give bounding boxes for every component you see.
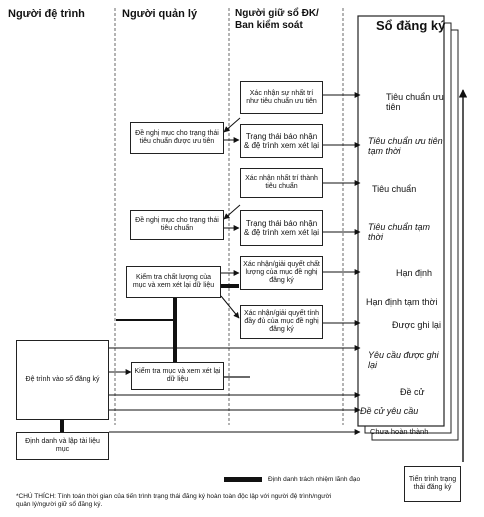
keeper-box-confirm-complete: Xác nhận/giải quyết tính đầy đủ của mục … <box>240 305 323 339</box>
column-header-submitter: Người đệ trình <box>8 8 85 20</box>
registry-state-label: Hạn định tạm thời <box>366 297 438 307</box>
registry-state-label: Đề cử <box>400 387 425 397</box>
column-header-keeper-line1: Người giữ sổ ĐK/ <box>235 8 319 19</box>
manager-box-quality-check: Kiểm tra chất lượng của mục và xem xét l… <box>126 266 221 298</box>
registry-state-label: Tiêu chuẩn tạm thời <box>368 222 430 242</box>
registry-page-front <box>357 15 445 427</box>
keeper-box-report-status-1: Trạng thái báo nhận & đệ trình xem xét l… <box>240 124 323 158</box>
registry-state-label: Hạn định <box>396 268 433 278</box>
footnote-line-2: quản lý/người giữ sổ đăng ký. <box>16 501 103 508</box>
column-header-keeper: Người giữ sổ ĐK/ Ban kiểm soát <box>235 8 343 32</box>
registry-state-label: Đề cử yêu cầu <box>360 406 419 416</box>
column-header-manager: Người quản lý <box>122 8 198 20</box>
submitter-box-submit: Đệ trình vào sổ đăng ký <box>16 340 109 420</box>
footnote-line-1: *CHÚ THÍCH: Tính toán thời gian của tiến… <box>16 493 332 500</box>
manager-box-propose-priority: Đề nghị mục cho trạng thái tiêu chuẩn đư… <box>130 122 224 154</box>
column-header-keeper-line2: Ban kiểm soát <box>235 20 303 31</box>
legend-label: Định danh trách nhiệm lãnh đạo <box>268 476 361 483</box>
column-header-registry: Sổ đăng ký <box>376 18 446 33</box>
submitter-box-identify: Định danh và lập tài liệu mục <box>16 432 109 460</box>
registry-state-label: Được ghi lại <box>392 320 441 330</box>
progress-status-box: Tiến trình trạng thái đăng ký <box>404 466 461 502</box>
registry-state-label: Tiêu chuẩn ưu tiên <box>386 92 444 112</box>
registry-state-label: Chưa hoàn thành <box>370 427 429 436</box>
registry-state-label: Tiêu chuẩn ưu tiên tạm thời <box>368 136 443 156</box>
manager-box-review: Kiểm tra mục và xem xét lại dữ liệu <box>131 362 224 390</box>
keeper-box-confirm-quality: Xác nhận/giải quyết chất lượng của mục đ… <box>240 256 323 290</box>
registry-state-label: Yêu cầu được ghi lại <box>368 350 439 370</box>
keeper-box-confirm-standard: Xác nhận nhất trí thành tiêu chuẩn <box>240 168 323 198</box>
manager-box-propose-standard: Đề nghị mục cho trạng thái tiêu chuẩn <box>130 210 224 240</box>
keeper-box-report-status-2: Trạng thái báo nhận & đệ trình xem xét l… <box>240 210 323 246</box>
keeper-box-confirm-priority: Xác nhận sự nhất trí như tiêu chuẩn ưu t… <box>240 81 323 114</box>
registry-state-label: Tiêu chuẩn <box>372 184 417 194</box>
legend-swatch <box>224 477 262 482</box>
